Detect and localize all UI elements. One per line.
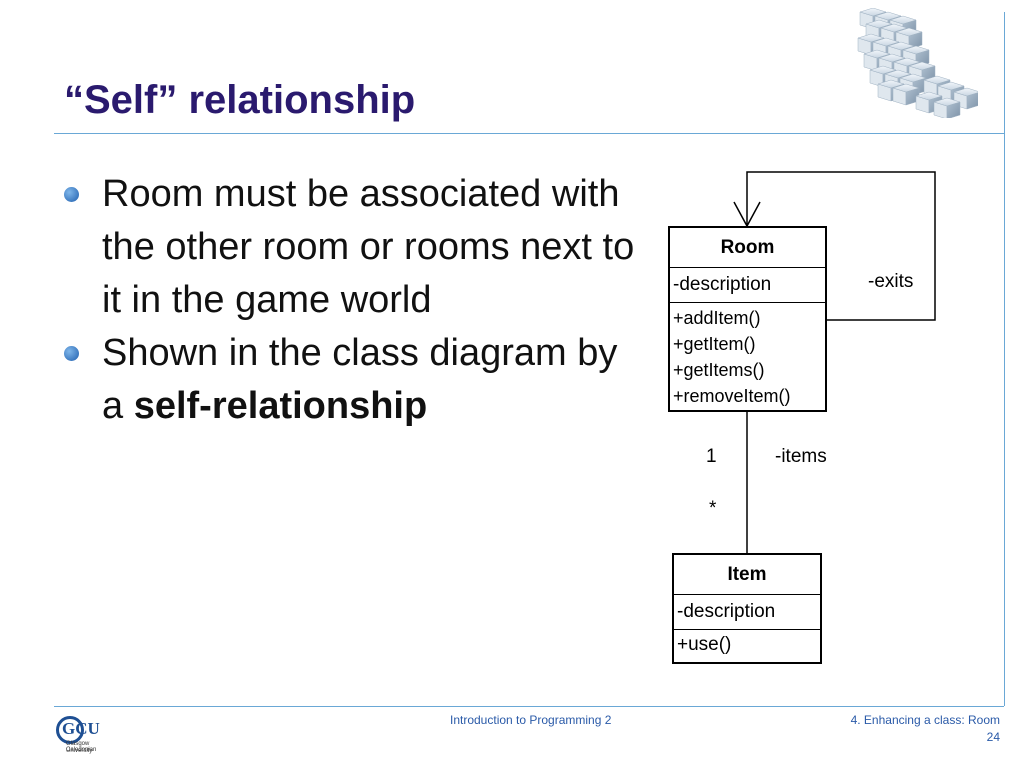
right-border <box>1004 12 1005 706</box>
logo-subtitle: Glasgow Caledonian <box>66 741 97 753</box>
cube-face-icon <box>895 27 923 37</box>
room-operation: +getItem() <box>673 334 756 354</box>
cube-face-icon <box>872 37 900 47</box>
bullet-text: Room must be associated with the other r… <box>102 173 635 321</box>
item-operation: +use() <box>677 634 732 655</box>
item-end-multiplicity: * <box>709 498 717 519</box>
bullet-text: Shown in the class diagram by a self-rel… <box>102 327 644 433</box>
item-attribute: -description <box>674 595 820 630</box>
cube-face-icon <box>869 65 897 75</box>
item-class-box: Item -description +use() <box>672 553 822 664</box>
cube-face-icon <box>865 19 893 29</box>
item-operations: +use() <box>674 630 820 662</box>
bullet-list: Room must be associated with the other r… <box>64 168 644 433</box>
cube-face-icon <box>877 79 905 89</box>
bullet-dot-icon <box>64 187 79 202</box>
room-operation: +removeItem() <box>673 386 791 406</box>
room-attribute: -description <box>670 268 825 303</box>
bullet-text-plain: Shown in the class diagram by a <box>102 332 618 427</box>
footer-divider <box>54 706 1004 707</box>
logo-ring-icon <box>56 716 84 744</box>
cube-face-icon <box>874 11 902 21</box>
cube-face-icon <box>878 53 906 63</box>
cube-face-icon <box>933 97 961 107</box>
cube-face-icon <box>923 75 951 85</box>
room-operation: +getItems() <box>673 360 765 380</box>
cube-face-icon <box>937 81 965 91</box>
cube-face-icon <box>915 91 943 101</box>
cube-face-icon <box>902 45 930 55</box>
cube-face-icon <box>887 41 915 51</box>
cube-cluster-graphic <box>857 8 978 118</box>
cube-face-icon <box>880 23 908 33</box>
bullet-dot-icon <box>64 346 79 361</box>
cube-face-icon <box>889 15 917 25</box>
page-number: 24 <box>986 730 1000 744</box>
bullet-item: Room must be associated with the other r… <box>64 168 644 327</box>
cube-face-icon <box>863 49 891 59</box>
cube-face-icon <box>859 8 887 17</box>
cube-face-icon <box>884 69 912 79</box>
room-operation: +addItem() <box>673 308 761 328</box>
cube-face-icon <box>899 73 927 83</box>
room-class-name: Room <box>670 228 825 268</box>
bullet-item: Shown in the class diagram by a self-rel… <box>64 327 644 433</box>
cube-face-icon <box>892 83 920 93</box>
room-operations: +addItem() +getItem() +getItems() +remov… <box>670 303 825 410</box>
logo-subtitle: University <box>66 748 93 754</box>
cube-face-icon <box>893 57 921 67</box>
cube-face-icon <box>953 87 978 97</box>
footer-section: 4. Enhancing a class: Room <box>850 713 1000 727</box>
bullet-text-bold: self-relationship <box>133 385 428 427</box>
self-association-line <box>746 171 936 321</box>
room-end-multiplicity: 1 <box>706 446 717 467</box>
footer-course: Introduction to Programming 2 <box>450 713 612 727</box>
slide-title: “Self” relationship <box>64 78 416 122</box>
cube-face-icon <box>857 33 885 43</box>
room-class-box: Room -description +addItem() +getItem() … <box>668 226 827 412</box>
items-label: -items <box>775 446 827 467</box>
logo-mark: GCU <box>62 719 100 738</box>
title-divider <box>54 133 1004 134</box>
item-class-name: Item <box>674 555 820 595</box>
cube-face-icon <box>908 61 936 71</box>
exits-label: -exits <box>868 271 914 292</box>
